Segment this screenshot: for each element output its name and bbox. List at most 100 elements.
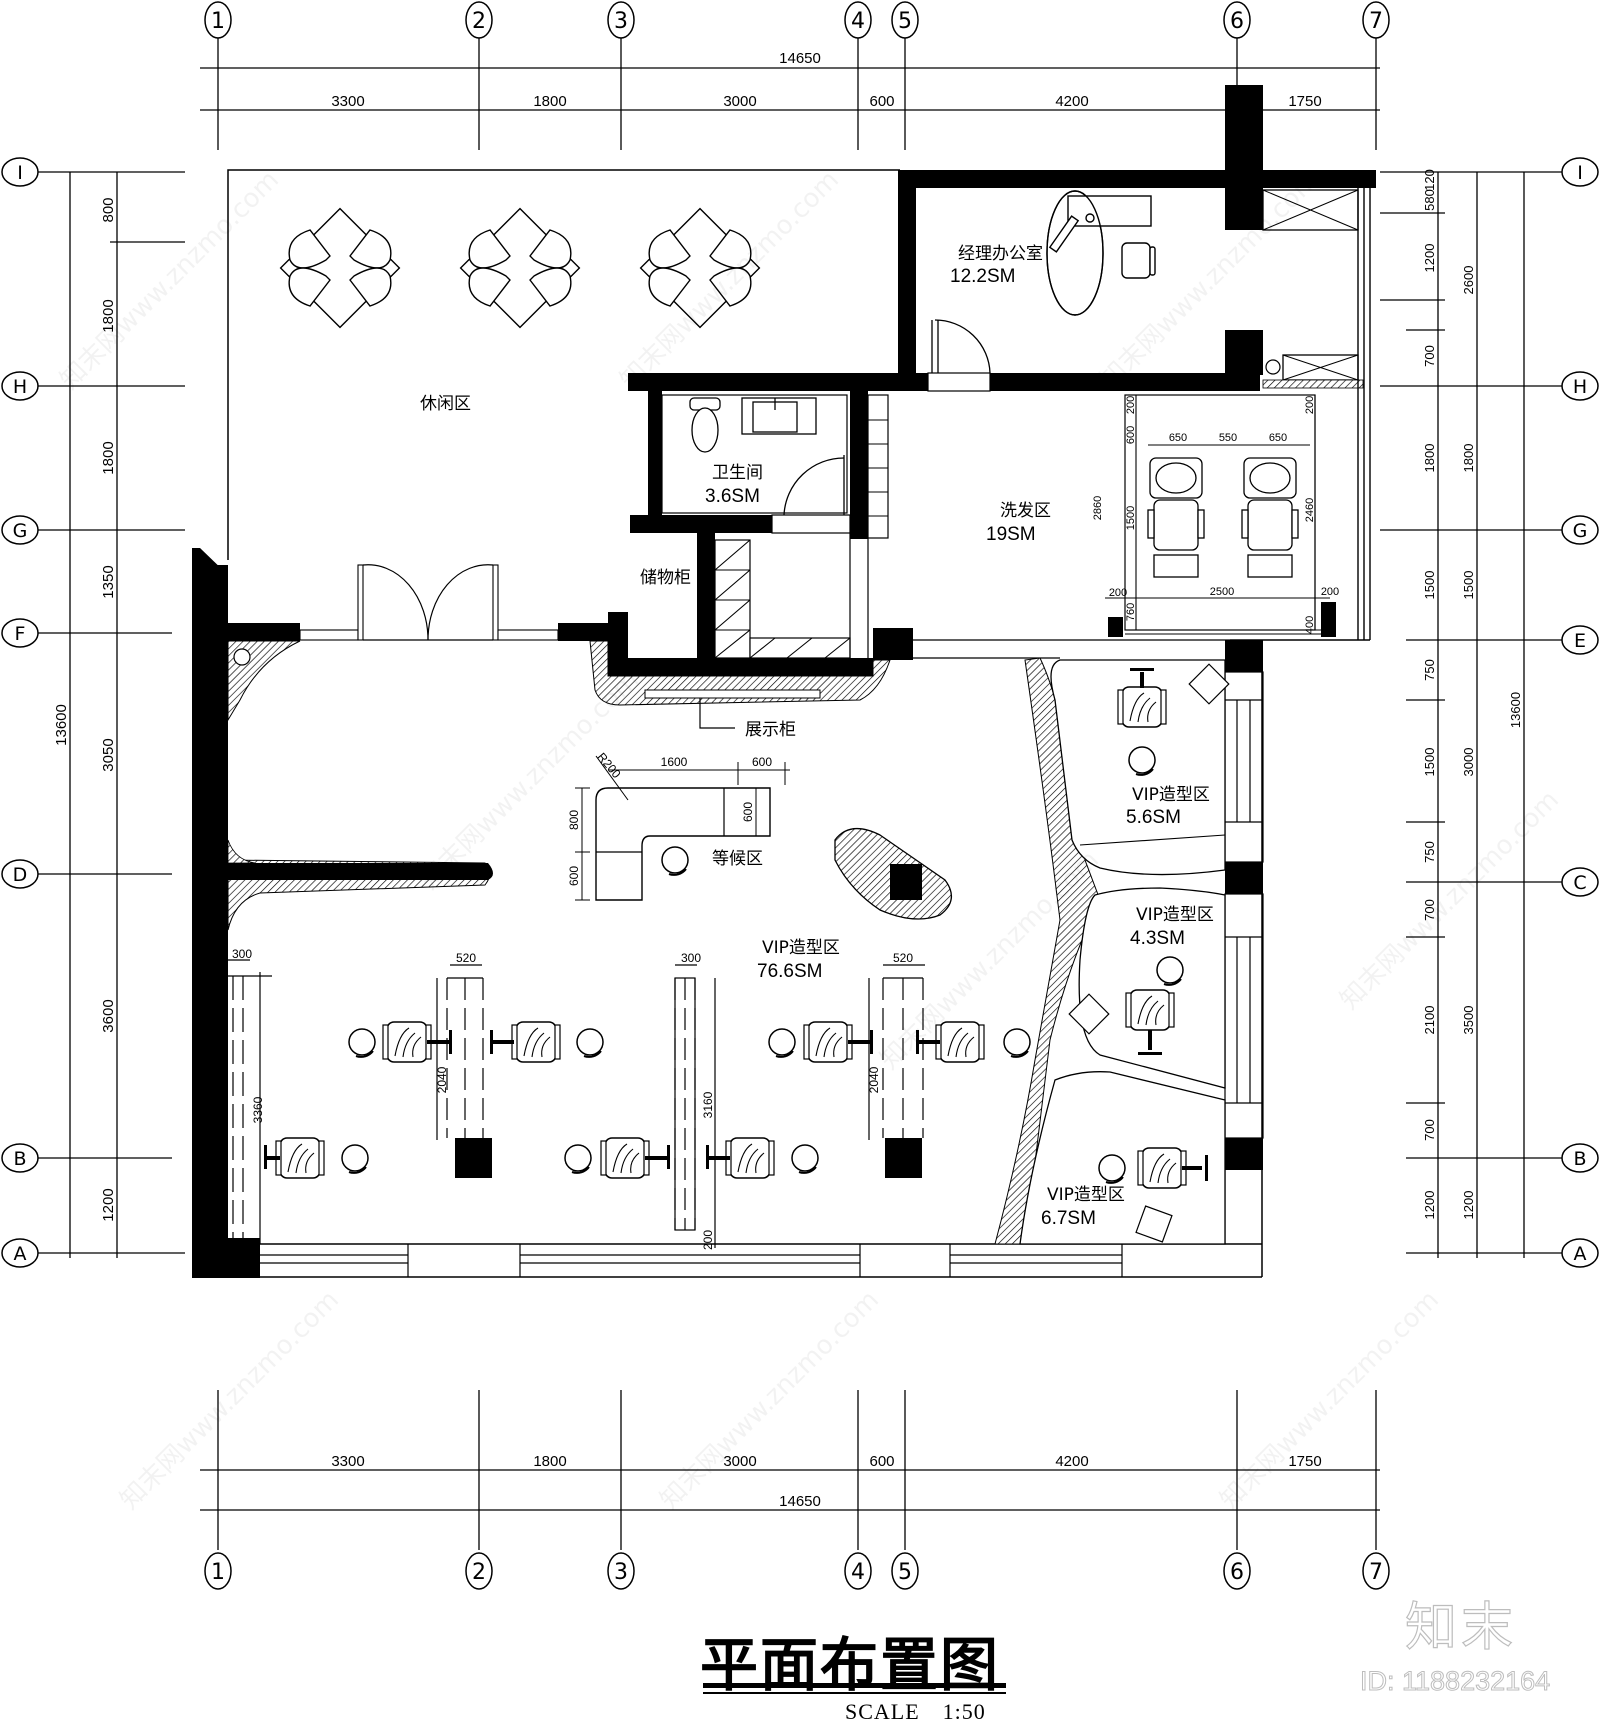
svg-text:I: I [17, 162, 23, 184]
svg-text:1750: 1750 [1288, 93, 1321, 110]
svg-text:C: C [1573, 872, 1586, 894]
svg-text:1: 1 [211, 9, 225, 34]
top-dimension-lines [200, 38, 1380, 150]
svg-text:5: 5 [898, 1560, 912, 1585]
svg-text:5.6SM: 5.6SM [1126, 807, 1181, 828]
left-dimension-lines [38, 171, 185, 1258]
svg-text:650: 650 [1269, 432, 1287, 444]
svg-text:300: 300 [232, 947, 252, 961]
svg-text:750: 750 [1422, 841, 1437, 863]
svg-text:3600: 3600 [100, 999, 117, 1032]
svg-text:7: 7 [1369, 1560, 1383, 1585]
svg-text:1350: 1350 [100, 565, 117, 598]
room-label-vip-2: VIP造型区 [1136, 905, 1214, 925]
svg-text:1: 1 [211, 1560, 225, 1585]
svg-text:3000: 3000 [1461, 748, 1476, 777]
svg-text:19SM: 19SM [986, 524, 1036, 545]
right-dimension-lines [1380, 171, 1562, 1258]
title-underline [703, 1683, 1006, 1688]
svg-text:G: G [13, 520, 28, 542]
svg-text:520: 520 [893, 951, 913, 965]
room-label-manager-office: 经理办公室 [958, 244, 1043, 264]
bottom-dimension-lines [200, 1390, 1380, 1550]
svg-text:1800: 1800 [533, 93, 566, 110]
svg-text:120: 120 [1422, 169, 1437, 191]
svg-text:3500: 3500 [1461, 1006, 1476, 1035]
svg-text:550: 550 [1219, 432, 1237, 444]
svg-text:600: 600 [741, 802, 755, 822]
svg-text:600: 600 [1125, 426, 1137, 444]
watermark-logo: 知末 [1404, 1597, 1518, 1658]
right-dimension-text: 120 580 1200 700 1800 1500 750 1500 750 … [1422, 169, 1523, 1219]
svg-text:4200: 4200 [1055, 93, 1088, 110]
svg-text:F: F [15, 623, 26, 645]
room-label-waiting-area: 等候区 [712, 849, 763, 869]
svg-text:76.6SM: 76.6SM [757, 961, 822, 982]
svg-text:200: 200 [1321, 586, 1339, 598]
svg-text:6.7SM: 6.7SM [1041, 1208, 1096, 1229]
svg-text:4: 4 [851, 1560, 865, 1585]
svg-text:2860: 2860 [1092, 496, 1104, 520]
svg-text:1800: 1800 [100, 299, 117, 332]
svg-text:7: 7 [1369, 9, 1383, 34]
svg-text:2: 2 [472, 1560, 486, 1585]
room-label-storage: 储物柜 [640, 568, 691, 588]
svg-text:2600: 2600 [1461, 266, 1476, 295]
display-island [834, 828, 952, 920]
svg-text:2: 2 [472, 9, 486, 34]
svg-text:3: 3 [614, 9, 628, 34]
svg-text:2500: 2500 [1210, 586, 1234, 598]
svg-text:750: 750 [1422, 659, 1437, 681]
svg-text:A: A [14, 1243, 27, 1265]
top-axis-labels: 1 2 3 4 5 6 7 [211, 9, 1383, 34]
svg-text:800: 800 [567, 810, 581, 830]
svg-text:600: 600 [869, 1453, 894, 1470]
svg-text:B: B [1573, 1148, 1586, 1170]
top-axis-bubbles [204, 1, 1390, 39]
svg-text:760: 760 [1125, 603, 1137, 621]
room-label-display-cabinet: 展示柜 [745, 720, 796, 740]
svg-text:800: 800 [100, 197, 117, 222]
right-axis-labels: I H G E C B A [1573, 162, 1588, 1265]
drawing-title: 平面布置图 [700, 1631, 1001, 1699]
svg-text:1500: 1500 [1422, 748, 1437, 777]
svg-text:580: 580 [1422, 189, 1437, 211]
svg-text:650: 650 [1169, 432, 1187, 444]
bottom-axis-bubbles [204, 1552, 1390, 1590]
svg-text:14650: 14650 [779, 1493, 821, 1510]
svg-text:400: 400 [1304, 616, 1316, 634]
svg-text:H: H [13, 376, 27, 398]
title-underline-thin [703, 1692, 1006, 1694]
svg-text:300: 300 [681, 951, 701, 965]
room-labels: 休闲区 经理办公室 12.2SM 卫生间 3.6SM 洗发区 19SM 储物柜 … [420, 244, 1214, 1229]
svg-text:700: 700 [1422, 345, 1437, 367]
room-label-vip-1: VIP造型区 [1132, 785, 1210, 805]
office-furniture [1046, 190, 1156, 316]
svg-text:13600: 13600 [1508, 692, 1523, 728]
bottom-dimension-text: 3300 1800 3000 600 4200 1750 14650 [331, 1453, 1321, 1510]
svg-text:200: 200 [701, 1230, 715, 1250]
svg-text:1500: 1500 [1422, 571, 1437, 600]
svg-text:3.6SM: 3.6SM [705, 486, 760, 507]
svg-text:200: 200 [1109, 587, 1127, 599]
top-dimension-text: 14650 3300 1800 3000 600 4200 1750 [331, 50, 1321, 110]
room-label-vip-main: VIP造型区 [762, 938, 840, 958]
right-axis-bubbles [1561, 157, 1599, 1268]
svg-text:5: 5 [898, 9, 912, 34]
svg-text:3050: 3050 [100, 738, 117, 771]
svg-text:2040: 2040 [435, 1066, 449, 1093]
svg-text:R200: R200 [594, 750, 623, 781]
watermark-id: ID: 1188232164 [1359, 1666, 1551, 1697]
svg-text:1800: 1800 [100, 441, 117, 474]
svg-text:H: H [1573, 376, 1587, 398]
svg-text:3300: 3300 [331, 1453, 364, 1470]
svg-text:200: 200 [1125, 396, 1137, 414]
svg-text:4: 4 [851, 9, 865, 34]
drawing-scale: SCALE 1:50 [845, 1699, 986, 1724]
left-axis-labels: I H G F D B A [13, 162, 28, 1265]
svg-text:600: 600 [567, 866, 581, 886]
svg-text:2460: 2460 [1304, 498, 1316, 522]
svg-text:3000: 3000 [723, 1453, 756, 1470]
svg-text:D: D [13, 864, 28, 886]
